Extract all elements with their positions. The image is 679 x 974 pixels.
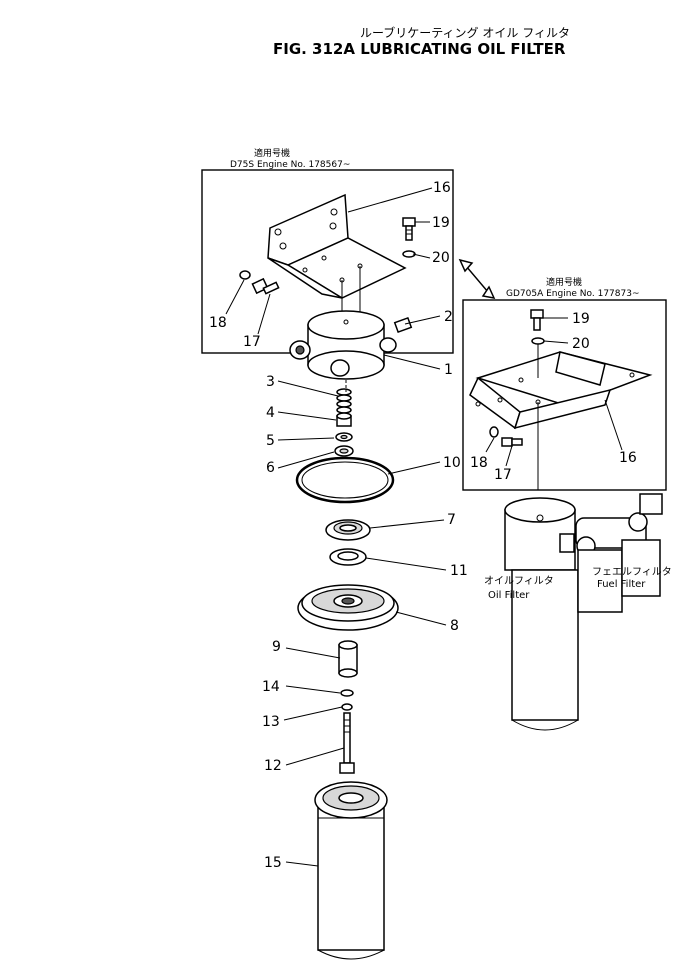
part-8-cover <box>297 584 399 631</box>
callout-18-right: 18 <box>470 455 488 471</box>
callout-17-right: 17 <box>494 467 512 483</box>
callout-6: 6 <box>266 460 275 476</box>
left-box-header-en: D75S Engine No. 178567~ <box>230 160 350 170</box>
callout-20-left: 20 <box>432 250 450 266</box>
callout-11: 11 <box>450 563 468 579</box>
figure-title: FIG. 312A LUBRICATING OIL FILTER <box>273 40 566 58</box>
part-7-seal <box>325 519 371 541</box>
double-arrow-icon <box>458 258 496 299</box>
callout-14: 14 <box>262 679 280 695</box>
part-9-center-tube <box>338 640 358 678</box>
bolt-17-right <box>501 437 523 447</box>
part-15-filter-element <box>314 781 388 960</box>
callout-12: 12 <box>264 758 282 774</box>
callout-17-left: 17 <box>243 334 261 350</box>
left-box-header-jp: 適用号機 <box>254 147 290 159</box>
callout-16-right: 16 <box>619 450 637 466</box>
part-1-filter-head <box>289 310 397 380</box>
part-2-plug <box>393 316 413 334</box>
part-12-bolt <box>339 712 355 774</box>
callout-8: 8 <box>450 618 459 634</box>
right-box-header-en: GD705A Engine No. 177873~ <box>506 289 640 299</box>
washer-18-left <box>239 270 251 280</box>
callout-9: 9 <box>272 639 281 655</box>
bolt-19-right <box>530 309 544 331</box>
callout-18-left: 18 <box>209 315 227 331</box>
callout-19-right: 19 <box>572 311 590 327</box>
callout-3: 3 <box>266 374 275 390</box>
title-japanese: ルーブリケーティング オイル フィルタ <box>360 25 570 40</box>
callout-4: 4 <box>266 405 275 421</box>
callout-2: 2 <box>444 309 453 325</box>
callout-10: 10 <box>443 455 461 471</box>
bracket-16-right <box>469 340 653 490</box>
fuel-filter-label-jp: フェエルフィルタ <box>592 566 672 578</box>
washer-18-right <box>489 426 499 438</box>
callout-1: 1 <box>444 362 453 378</box>
washer-20-right <box>531 337 545 345</box>
part-10-o-ring <box>295 456 395 504</box>
callout-5: 5 <box>266 433 275 449</box>
callout-16-left: 16 <box>433 180 451 196</box>
fuel-filter-label-en: Fuel Filter <box>597 579 646 590</box>
callout-20-right: 20 <box>572 336 590 352</box>
right-detail-box <box>462 299 667 491</box>
callout-7: 7 <box>447 512 456 528</box>
part-14-washer <box>340 689 354 697</box>
oil-filter-label-en: Oil Filter <box>488 590 530 601</box>
callout-13: 13 <box>262 714 280 730</box>
callout-19-left: 19 <box>432 215 450 231</box>
bolt-19-left <box>402 217 416 241</box>
oil-filter-assembly <box>504 493 663 731</box>
right-box-header-jp: 適用号機 <box>546 276 582 288</box>
bolt-17-left <box>251 277 280 295</box>
bracket-16-left <box>267 193 407 340</box>
part-13-washer <box>341 703 353 711</box>
part-4-valve <box>336 412 352 427</box>
part-11-ring <box>329 548 367 566</box>
part-3-spring <box>336 388 352 414</box>
callout-15: 15 <box>264 855 282 871</box>
oil-filter-label-jp: オイルフィルタ <box>484 575 554 587</box>
